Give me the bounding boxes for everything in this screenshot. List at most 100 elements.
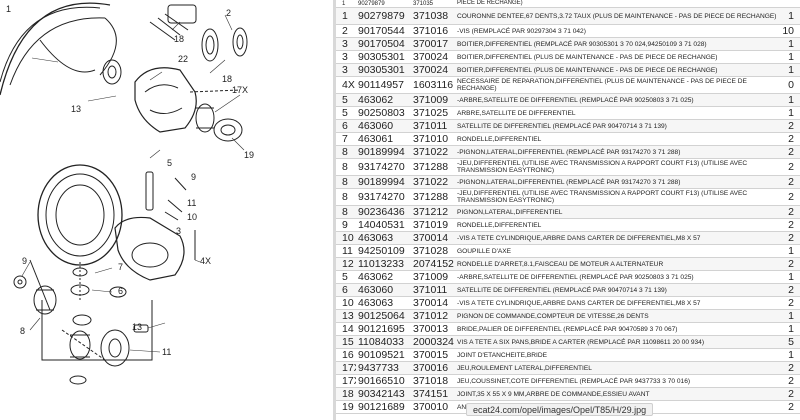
part-number-cell: 90279879 bbox=[356, 7, 411, 25]
quantity-cell: 1 bbox=[778, 322, 800, 336]
description-cell: RONDELLE,DIFFERENTIEL bbox=[455, 132, 778, 146]
quantity-cell: 1 bbox=[778, 7, 800, 25]
part-number-cell: 463060 bbox=[356, 119, 411, 133]
ref-number-cell: 10 bbox=[336, 296, 356, 310]
ref-number-cell: 2 bbox=[336, 24, 356, 38]
catalog-number-cell: 371011 bbox=[411, 283, 455, 297]
pane-divider[interactable] bbox=[333, 0, 336, 420]
part-number-cell: 94250109 bbox=[356, 244, 411, 258]
part-number-cell: 11084033 bbox=[356, 335, 411, 349]
quantity-cell: 1 bbox=[778, 50, 800, 64]
description-cell: BOITIER,DIFFERENTIEL (PLUS DE MAINTENANC… bbox=[455, 50, 778, 64]
callout-label: 11 bbox=[187, 198, 197, 208]
callout-label: 10 bbox=[187, 212, 198, 222]
ref-number-cell: 5 bbox=[336, 93, 356, 107]
quantity-cell: 2 bbox=[778, 158, 800, 176]
ref-number-cell: 1 bbox=[336, 0, 356, 8]
part-number-cell: 90342143 bbox=[356, 387, 411, 401]
description-cell: SATELLITE DE DIFFERENTIEL (REMPLACÉ PAR … bbox=[455, 283, 778, 297]
quantity-cell: 1 bbox=[778, 93, 800, 107]
callout-label: 13 bbox=[132, 322, 143, 332]
description-cell: PIGNON DE COMMANDE,COMPTEUR DE VITESSE,2… bbox=[455, 309, 778, 323]
part-number-cell: 90166510 bbox=[356, 374, 411, 388]
catalog-number-cell: 370014 bbox=[411, 231, 455, 245]
exploded-parts-diagram: 1 2 18 22 18 17X 13 19 5 9 11 10 4X 9 7 … bbox=[0, 0, 333, 420]
part-number-cell: 90170504 bbox=[356, 37, 411, 51]
table-row[interactable]: 17X9437733370016JEU,ROULEMENT LATERAL,DI… bbox=[336, 361, 800, 375]
callout-label: 6 bbox=[118, 286, 124, 296]
ref-number-cell: 1 bbox=[336, 7, 356, 25]
description-cell: JOINT D'ETANCHEITE,BRIDE bbox=[455, 348, 778, 362]
description-cell: -ARBRE,SATELLITE DE DIFFERENTIEL (REMPLA… bbox=[455, 93, 778, 107]
part-number-cell: 90279879 bbox=[356, 0, 411, 8]
callout-label: 22 bbox=[178, 54, 189, 64]
description-cell: -JEU,DIFFERENTIEL (UTILISE AVEC TRANSMIS… bbox=[455, 188, 778, 206]
description-cell: GOUPILLE D'AXE bbox=[455, 244, 778, 258]
quantity-cell: 1 bbox=[778, 309, 800, 323]
callout-label: 9 bbox=[22, 256, 28, 266]
description-cell: -VIS (REMPLACÉ PAR 90297304 3 71 042) bbox=[455, 24, 778, 38]
catalog-number-cell: 371009 bbox=[411, 93, 455, 107]
catalog-number-cell: 371212 bbox=[411, 205, 455, 219]
quantity-cell: 1 bbox=[778, 106, 800, 120]
ref-number-cell: 15 bbox=[336, 335, 356, 349]
part-number-cell: 14040531 bbox=[356, 218, 411, 232]
quantity-cell: 2 bbox=[778, 361, 800, 375]
quantity-cell: 2 bbox=[778, 387, 800, 401]
description-cell: PIECE DE RECHANGE) bbox=[455, 0, 778, 8]
catalog-number-cell: 371009 bbox=[411, 270, 455, 284]
callout-label: 5 bbox=[167, 158, 173, 168]
description-cell: JOINT,35 X 55 X 9 MM,ARBRE DE COMMANDE,E… bbox=[455, 387, 778, 401]
part-number-cell: 90170544 bbox=[356, 24, 411, 38]
callout-label: 4X bbox=[200, 256, 212, 266]
quantity-cell: 2 bbox=[778, 257, 800, 271]
description-cell: BOITIER,DIFFERENTIEL (REMPLACÉ PAR 90305… bbox=[455, 37, 778, 51]
callout-label: 13 bbox=[71, 104, 82, 114]
callout-label: 9 bbox=[191, 172, 197, 182]
status-bar-url: ecat24.com/opel/images/Opel/T85/H/29.jpg bbox=[466, 403, 654, 416]
part-number-cell: 463062 bbox=[356, 93, 411, 107]
catalog-number-cell: 371288 bbox=[411, 158, 455, 176]
catalog-number-cell: 371022 bbox=[411, 145, 455, 159]
description-cell: -VIS A TETE CYLINDRIQUE,ARBRE DANS CARTE… bbox=[455, 231, 778, 245]
part-number-cell: 90121689 bbox=[356, 400, 411, 414]
part-number-cell: 463060 bbox=[356, 283, 411, 297]
catalog-number-cell: 371038 bbox=[411, 7, 455, 25]
ref-number-cell: 8 bbox=[336, 158, 356, 176]
part-number-cell: 90250803 bbox=[356, 106, 411, 120]
quantity-cell: 2 bbox=[778, 400, 800, 414]
table-row[interactable]: 17X90166510371018JEU,COUSSINET,COTE DIFF… bbox=[336, 374, 800, 388]
part-number-cell: 463063 bbox=[356, 296, 411, 310]
callout-label: 17X bbox=[232, 85, 249, 95]
catalog-number-cell: 371025 bbox=[411, 106, 455, 120]
